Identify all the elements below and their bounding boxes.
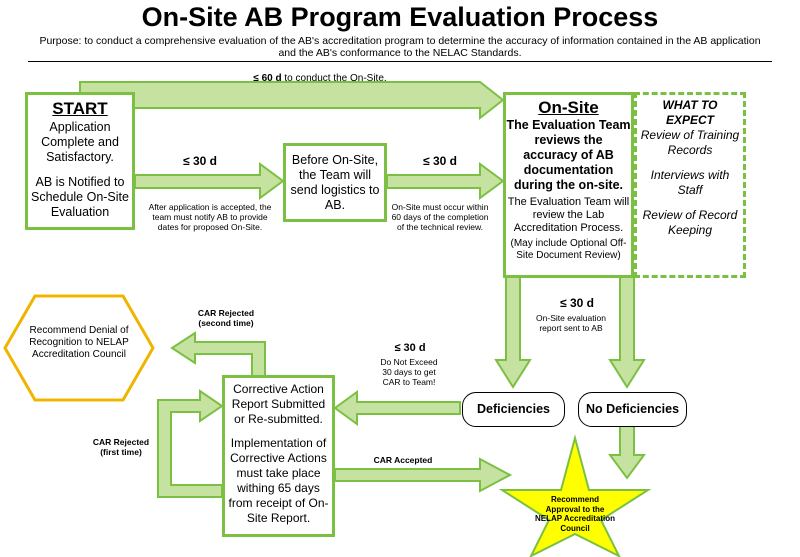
start-line2: AB is Notified to Schedule On-Site Evalu… xyxy=(31,175,129,219)
label-car-rejected-first: CAR Rejected (first time) xyxy=(92,437,150,457)
approval-text: Recommend Approval to the NELAP Accredit… xyxy=(535,495,616,533)
before-onsite-text: Before On-Site, the Team will send logis… xyxy=(290,153,380,212)
label-30-days-report: ≤ 30 d xyxy=(560,296,594,310)
label-60-days-text: to conduct the On-Site. xyxy=(281,73,387,84)
arrow-car-rejected-second xyxy=(170,331,266,379)
deficiencies-box: Deficiencies xyxy=(462,392,565,427)
divider xyxy=(28,61,772,62)
onsite-line3: (May include Optional Off-Site Document … xyxy=(510,238,627,261)
denial-text: Recommend Denial of Recognition to NELAP… xyxy=(29,325,129,360)
expect-item2: Interviews with Staff xyxy=(650,168,730,197)
arrow-nodeficiencies-to-approval xyxy=(608,425,646,480)
label-30-days-onsite: ≤ 30 d xyxy=(423,154,457,168)
no-deficiencies-box: No Deficiencies xyxy=(578,392,687,427)
start-box: START Application Complete and Satisfact… xyxy=(25,92,135,230)
arrow-onsite-to-deficiencies xyxy=(494,276,532,389)
label-30-days-car: ≤ 30 d xyxy=(394,342,426,354)
arrow-start-to-onsite xyxy=(79,81,505,121)
purpose-statement: Purpose: to conduct a comprehensive eval… xyxy=(39,35,761,59)
onsite-line2: The Evaluation Team will review the Lab … xyxy=(507,196,630,234)
expect-item1: Review of Training Records xyxy=(640,128,740,157)
start-heading: START xyxy=(52,99,108,118)
onsite-line1: The Evaluation Team reviews the accuracy… xyxy=(506,118,631,192)
corrective-action-box: Corrective Action Report Submitted or Re… xyxy=(222,375,335,537)
corrective-line2: Implementation of Corrective Actions mus… xyxy=(228,436,329,525)
page-title: On-Site AB Program Evaluation Process xyxy=(141,2,659,32)
label-car-accepted: CAR Accepted xyxy=(373,455,433,465)
arrow-car-accepted xyxy=(334,457,513,493)
arrow-deficiencies-to-corrective xyxy=(333,390,461,426)
arrow-start-to-before xyxy=(134,162,285,200)
label-60-days: ≤ 60 d to conduct the On-Site. xyxy=(220,74,420,84)
note-car-deadline: Do Not Exceed 30 days to get CAR to Team… xyxy=(380,357,438,387)
arrow-onsite-to-nodeficiencies xyxy=(608,276,646,389)
start-line1: Application Complete and Satisfactory. xyxy=(41,120,119,164)
note-report-sent: On-Site evaluation report sent to AB xyxy=(536,313,606,333)
denial-hexagon xyxy=(3,294,155,402)
label-30-days-notify: ≤ 30 d xyxy=(183,154,217,168)
onsite-heading: On-Site xyxy=(538,98,599,117)
note-onsite-within-60: On-Site must occur within 60 days of the… xyxy=(391,202,489,232)
expect-heading: WHAT TO EXPECT xyxy=(662,98,718,127)
before-onsite-box: Before On-Site, the Team will send logis… xyxy=(283,143,387,222)
arrow-before-to-onsite xyxy=(386,162,505,200)
arrow-car-rejected-first xyxy=(157,389,224,498)
expect-item3: Review of Record Keeping xyxy=(642,208,738,237)
onsite-box: On-Site The Evaluation Team reviews the … xyxy=(503,92,634,278)
corrective-line1: Corrective Action Report Submitted or Re… xyxy=(231,382,326,426)
label-60-days-value: ≤ 60 d xyxy=(253,73,282,84)
label-car-rejected-second: CAR Rejected (second time) xyxy=(197,308,255,328)
what-to-expect-box: WHAT TO EXPECT Review of Training Record… xyxy=(634,92,746,278)
approval-star xyxy=(498,434,652,557)
note-notify-dates: After application is accepted, the team … xyxy=(148,202,272,232)
